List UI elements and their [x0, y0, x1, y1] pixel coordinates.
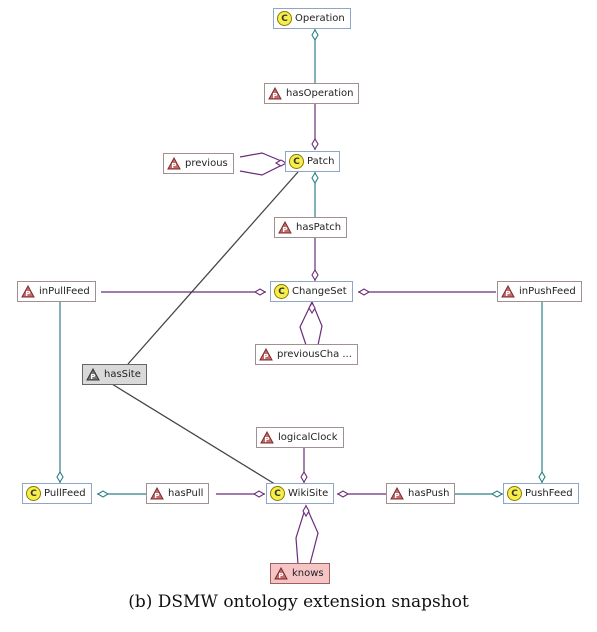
- svg-text:P: P: [25, 290, 30, 298]
- class-icon: C: [274, 284, 289, 299]
- svg-text:P: P: [171, 162, 176, 170]
- class-label: PullFeed: [44, 488, 86, 499]
- marker: [56, 470, 64, 484]
- property-icon: P: [150, 487, 164, 500]
- class-node-pullfeed[interactable]: C PullFeed: [22, 483, 92, 504]
- class-node-pushfeed[interactable]: C PushFeed: [503, 483, 579, 504]
- svg-text:P: P: [272, 92, 277, 100]
- class-node-wikisite[interactable]: C WikiSite: [266, 483, 335, 504]
- property-node-haspatch[interactable]: P hasPatch: [274, 217, 348, 238]
- class-icon: C: [270, 486, 285, 501]
- class-icon: C: [277, 11, 292, 26]
- marker: [274, 159, 288, 167]
- class-node-changeset[interactable]: C ChangeSet: [270, 281, 353, 302]
- property-icon: P: [278, 221, 292, 234]
- svg-text:P: P: [90, 373, 95, 381]
- property-icon: P: [86, 368, 100, 381]
- class-label: WikiSite: [288, 488, 329, 499]
- svg-text:P: P: [282, 226, 287, 234]
- property-icon: P: [268, 87, 282, 100]
- property-label: hasOperation: [286, 88, 354, 99]
- property-label: inPullFeed: [39, 286, 90, 297]
- class-icon: C: [507, 486, 522, 501]
- edge-hassite-wikisite: [111, 383, 279, 487]
- marker: [96, 490, 110, 498]
- svg-text:P: P: [278, 572, 283, 580]
- property-node-inpullfeed[interactable]: P inPullFeed: [17, 281, 96, 302]
- marker: [302, 504, 310, 518]
- property-icon: P: [260, 431, 274, 444]
- marker: [357, 288, 371, 296]
- marker: [308, 301, 316, 315]
- property-node-previouscha[interactable]: P previousCha ...: [255, 344, 358, 365]
- ontology-diagram: C Operation C Patch C ChangeSet C WikiSi…: [17, 8, 582, 584]
- marker: [300, 470, 308, 484]
- edge-hassite-patch: [127, 171, 299, 365]
- class-label: Operation: [295, 13, 345, 24]
- property-icon: P: [167, 157, 181, 170]
- svg-text:P: P: [263, 353, 268, 361]
- marker: [252, 490, 266, 498]
- class-icon: C: [26, 486, 41, 501]
- property-label: previous: [185, 158, 228, 169]
- property-node-hassite[interactable]: P hasSite: [82, 364, 147, 385]
- property-node-knows[interactable]: P knows: [270, 563, 330, 584]
- property-label: hasPatch: [296, 222, 342, 233]
- marker: [490, 490, 504, 498]
- class-icon: C: [289, 154, 304, 169]
- svg-text:P: P: [505, 290, 510, 298]
- edges-layer: [56, 28, 546, 565]
- property-node-hasoperation[interactable]: P hasOperation: [264, 83, 360, 104]
- marker: [311, 171, 319, 185]
- property-label: logicalClock: [278, 432, 338, 443]
- marker: [311, 268, 319, 282]
- property-label: previousCha ...: [277, 349, 352, 360]
- property-node-previous[interactable]: P previous: [163, 153, 234, 174]
- property-icon: P: [274, 567, 288, 580]
- class-label: Patch: [307, 156, 335, 167]
- marker: [538, 470, 546, 484]
- property-node-logicalclock[interactable]: P logicalClock: [256, 427, 344, 448]
- marker: [253, 288, 267, 296]
- edge-markers: [56, 28, 546, 518]
- svg-text:P: P: [394, 492, 399, 500]
- class-label: PushFeed: [525, 488, 573, 499]
- property-icon: P: [390, 487, 404, 500]
- marker: [311, 28, 319, 42]
- marker: [311, 137, 319, 151]
- class-node-operation[interactable]: C Operation: [273, 8, 351, 29]
- property-label: hasPull: [168, 488, 204, 499]
- property-node-inpushfeed[interactable]: P inPushFeed: [497, 281, 582, 302]
- property-label: hasSite: [104, 369, 141, 380]
- property-icon: P: [259, 348, 273, 361]
- class-node-patch[interactable]: C Patch: [285, 151, 341, 172]
- property-icon: P: [21, 285, 35, 298]
- svg-text:P: P: [264, 436, 269, 444]
- property-label: knows: [292, 568, 324, 579]
- property-label: inPushFeed: [519, 286, 576, 297]
- property-icon: P: [501, 285, 515, 298]
- property-label: hasPush: [408, 488, 450, 499]
- marker: [336, 490, 350, 498]
- property-node-haspull[interactable]: P hasPull: [146, 483, 210, 504]
- property-node-haspush[interactable]: P hasPush: [386, 483, 456, 504]
- figure-caption: (b) DSMW ontology extension snapshot: [128, 592, 469, 612]
- svg-text:P: P: [154, 492, 159, 500]
- class-label: ChangeSet: [292, 286, 347, 297]
